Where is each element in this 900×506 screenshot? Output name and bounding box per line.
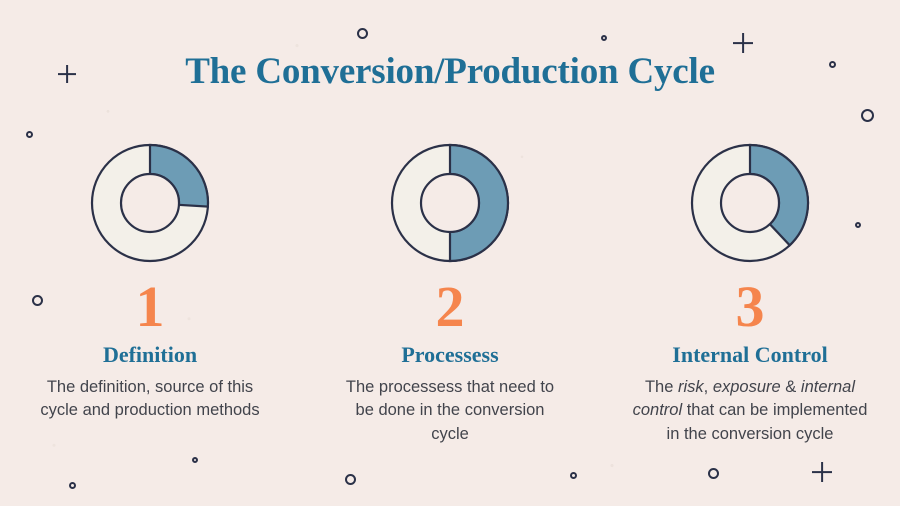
step-body-1: The definition, source of this cycle and…	[40, 378, 260, 420]
step-column-2: 2 Processess The processess that need to…	[300, 140, 600, 446]
step-column-1: 1 Definition The definition, source of t…	[0, 140, 300, 446]
decorative-circle-icon	[861, 109, 874, 122]
step-body-2: The processess that need to be done in t…	[345, 378, 555, 443]
donut-chart-2	[387, 140, 513, 266]
decorative-circle-icon	[601, 35, 607, 41]
decorative-circle-icon	[570, 472, 577, 479]
step-heading-2: Processess	[401, 342, 499, 367]
decorative-circle-icon	[708, 468, 719, 479]
step-column-3: 3 Internal Control The risk, exposure & …	[600, 140, 900, 446]
donut-chart-3	[687, 140, 813, 266]
step-number-1: 1	[135, 274, 165, 339]
page-title: The Conversion/Production Cycle	[185, 51, 715, 92]
decorative-circle-icon	[69, 482, 76, 489]
step-body-3: The risk, exposure & internal control th…	[632, 378, 868, 443]
step-heading-3: Internal Control	[672, 342, 828, 367]
steps-container: 1 Definition The definition, source of t…	[0, 140, 900, 446]
decorative-plus-icon	[812, 462, 832, 482]
step-number-3: 3	[735, 274, 765, 339]
decorative-circle-icon	[26, 131, 33, 138]
step-heading-1: Definition	[102, 342, 198, 367]
step-number-2: 2	[435, 274, 465, 339]
decorative-circle-icon	[192, 457, 198, 463]
donut-chart-1	[87, 140, 213, 266]
decorative-circle-icon	[345, 474, 356, 485]
decorative-circle-icon	[357, 28, 368, 39]
